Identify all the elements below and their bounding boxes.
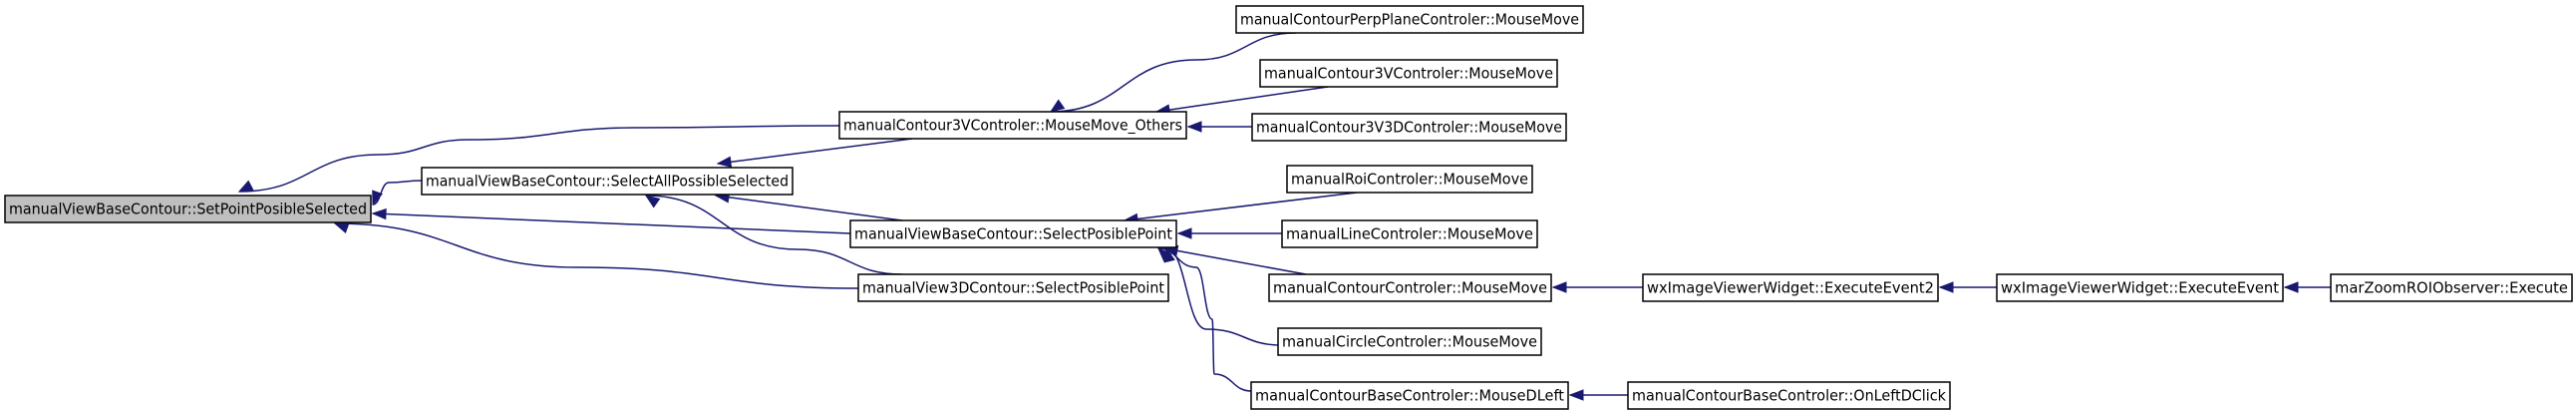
node-box[interactable] — [1251, 113, 1567, 142]
node-box[interactable] — [421, 167, 794, 196]
edge-line — [1165, 247, 1283, 346]
node-label: marZoomROIObserver::Execute — [2335, 279, 2568, 297]
edge-n15-n14 — [2283, 281, 2331, 293]
node-box[interactable] — [2330, 273, 2573, 302]
edge-line — [372, 212, 851, 234]
node-n7[interactable]: manualContour3V3DControler::MouseMove — [1251, 113, 1567, 142]
arrowhead-icon — [644, 195, 661, 208]
edge-line — [1163, 247, 1307, 275]
arrowhead-icon — [2283, 281, 2299, 293]
arrowhead-icon — [372, 190, 383, 206]
node-label: wxImageViewerWidget::ExecuteEvent — [2001, 279, 2279, 297]
node-label: manualViewBaseContour::SetPointPosibleSe… — [9, 201, 367, 218]
node-n1[interactable]: manualViewBaseContour::SelectAllPossible… — [421, 167, 794, 196]
node-n3[interactable]: manualViewBaseContour::SelectPosiblePoin… — [849, 219, 1177, 248]
edge-n5-n2 — [1049, 32, 1297, 113]
node-n6[interactable]: manualContour3VControler::MouseMove — [1259, 59, 1558, 88]
edge-line — [238, 125, 840, 193]
edge-n3-n1 — [714, 192, 903, 221]
edge-n2-n1 — [716, 138, 913, 168]
edge-n10-n3 — [1162, 244, 1307, 275]
edge-line — [1155, 86, 1329, 113]
edge-n7-n2 — [1186, 121, 1252, 133]
node-n11[interactable]: manualCircleControler::MouseMove — [1277, 327, 1542, 356]
edge-n4-n1 — [644, 195, 903, 275]
node-label: manualContourControler::MouseMove — [1273, 279, 1547, 297]
edge-line — [1050, 32, 1297, 113]
node-n9[interactable]: manualLineControler::MouseMove — [1281, 219, 1538, 248]
arrowhead-icon — [716, 156, 733, 168]
edge-line — [717, 138, 913, 165]
node-label: manualView3DContour::SelectPosiblePoint — [862, 279, 1164, 297]
node-box[interactable] — [1281, 219, 1538, 248]
node-n2[interactable]: manualContour3VControler::MouseMove_Othe… — [838, 111, 1187, 140]
edge-n16-n12 — [1568, 389, 1628, 401]
edge-n6-n2 — [1154, 86, 1329, 116]
node-label: manualCircleControler::MouseMove — [1282, 333, 1537, 351]
arrowhead-icon — [237, 180, 254, 193]
arrowhead-icon — [1568, 389, 1584, 401]
edge-line — [334, 222, 859, 289]
arrowhead-icon — [1938, 281, 1954, 293]
edge-n9-n3 — [1176, 227, 1282, 239]
node-label: manualViewBaseContour::SelectPosiblePoin… — [854, 225, 1172, 243]
node-box[interactable] — [838, 111, 1187, 140]
node-label: manualContourBaseControler::OnLeftDClick — [1632, 387, 1946, 405]
edge-line — [372, 180, 423, 206]
arrowhead-icon — [1157, 247, 1172, 262]
node-n15[interactable]: marZoomROIObserver::Execute — [2330, 273, 2573, 302]
node-box[interactable] — [857, 273, 1169, 302]
arrowhead-icon — [1551, 281, 1567, 293]
edge-n3-n0 — [371, 207, 851, 234]
node-label: manualLineControler::MouseMove — [1286, 225, 1533, 243]
arrowhead-icon — [333, 222, 350, 233]
edge-n13-n10 — [1551, 281, 1643, 293]
node-n13[interactable]: wxImageViewerWidget::ExecuteEvent2 — [1642, 273, 1939, 302]
edge-n2-n0 — [237, 125, 840, 193]
edge-n1-n0 — [372, 180, 423, 206]
edge-line — [645, 195, 903, 275]
node-box[interactable] — [849, 219, 1177, 248]
arrowhead-icon — [1049, 99, 1066, 113]
edge-line — [715, 195, 903, 221]
node-box[interactable] — [1627, 381, 1951, 410]
node-box[interactable] — [1250, 381, 1569, 410]
nodes-layer: manualViewBaseContour::SetPointPosibleSe… — [4, 5, 2573, 410]
node-box[interactable] — [1268, 273, 1552, 302]
node-n4[interactable]: manualView3DContour::SelectPosiblePoint — [857, 273, 1169, 302]
node-n12[interactable]: manualContourBaseControler::MouseDLeft — [1250, 381, 1569, 410]
node-label: manualContourBaseControler::MouseDLeft — [1255, 387, 1564, 405]
node-label: manualContour3V3DControler::MouseMove — [1256, 119, 1562, 137]
node-box[interactable] — [1996, 273, 2284, 302]
node-n5[interactable]: manualContourPerpPlaneControler::MouseMo… — [1235, 5, 1584, 34]
node-label: manualRoiControler::MouseMove — [1291, 171, 1528, 189]
node-box[interactable] — [1277, 327, 1542, 356]
node-n14[interactable]: wxImageViewerWidget::ExecuteEvent — [1996, 273, 2284, 302]
node-box[interactable] — [1259, 59, 1558, 88]
node-label: manualContourPerpPlaneControler::MouseMo… — [1240, 11, 1579, 29]
arrowhead-icon — [1186, 121, 1202, 133]
node-label: manualContour3VControler::MouseMove — [1264, 65, 1553, 83]
edge-n12-n3 — [1157, 247, 1252, 392]
edge-line — [1124, 192, 1358, 221]
node-n0[interactable]: manualViewBaseContour::SetPointPosibleSe… — [4, 195, 372, 223]
node-box[interactable] — [1235, 5, 1584, 34]
node-label: manualContour3VControler::MouseMove_Othe… — [843, 117, 1182, 136]
arrowhead-icon — [1176, 227, 1192, 239]
node-box[interactable] — [4, 195, 372, 223]
edge-line — [1157, 247, 1252, 392]
node-n10[interactable]: manualContourControler::MouseMove — [1268, 273, 1552, 302]
edge-n14-n13 — [1938, 281, 1997, 293]
node-box[interactable] — [1642, 273, 1939, 302]
edges-layer — [237, 32, 2331, 401]
edge-n8-n3 — [1123, 192, 1358, 225]
node-n8[interactable]: manualRoiControler::MouseMove — [1286, 165, 1533, 194]
node-n16[interactable]: manualContourBaseControler::OnLeftDClick — [1627, 381, 1951, 410]
node-label: manualViewBaseContour::SelectAllPossible… — [426, 173, 789, 191]
node-box[interactable] — [1286, 165, 1533, 194]
edge-n4-n0 — [333, 222, 859, 289]
node-label: wxImageViewerWidget::ExecuteEvent2 — [1647, 279, 1934, 297]
arrowhead-icon — [371, 207, 387, 220]
